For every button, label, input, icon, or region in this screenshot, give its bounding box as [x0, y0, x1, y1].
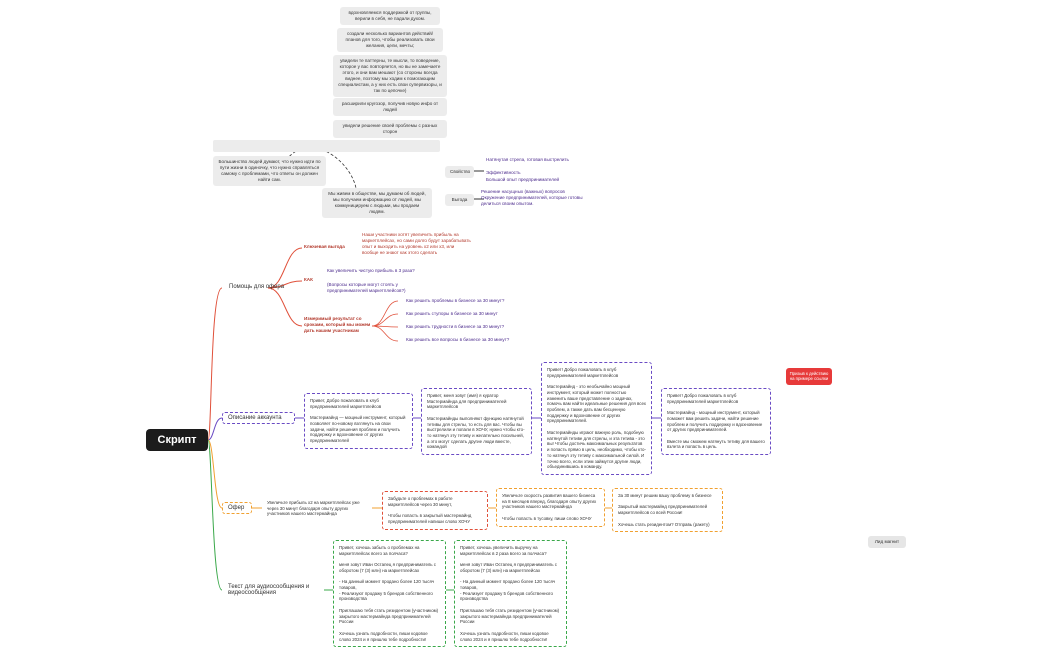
vygoda-text: Решение насущных (важных) вопросов Окруж…: [481, 189, 583, 206]
svoistvo-label: Свойство: [445, 166, 474, 178]
svoistvo-item-3: Большой опыт предпринимателей: [486, 177, 560, 182]
measurable-item-3: Как решить трудности в бизнесе за 30 мин…: [406, 324, 505, 329]
kak-question-2: (Вопросы которые могут стоять у предприн…: [327, 282, 406, 293]
measurable-item-4: Как решить все вопросы в бизнесе за 30 м…: [406, 337, 510, 342]
svoistvo-item-1: Натянутая стрела, готовая выстрелить: [486, 157, 569, 162]
key-benefit-label: Ключевая выгода: [304, 244, 345, 249]
offer-card-2: Забудьте о проблемах в работе маркетплей…: [382, 491, 488, 530]
audio-card-2: Привет, хочешь увеличить выручку на марк…: [454, 540, 567, 648]
offer-card-4: За 30 минут решим вашу проблему в бизнес…: [612, 488, 723, 533]
root-node[interactable]: Скрипт: [146, 429, 208, 451]
offer-topic[interactable]: Офер: [222, 502, 252, 514]
offer-card-1: Увеличьте прибыль х2 на маркетплейсах уж…: [267, 500, 360, 517]
top-note-5: увидели решение своей проблемы с разных …: [333, 120, 447, 138]
svoistvo-item-2: Эффективность: [486, 170, 521, 175]
majority-note: Большинство людей думают, что нужно идти…: [213, 156, 326, 186]
key-benefit-text: Наши участники хотят увеличить прибыль н…: [362, 232, 471, 255]
account-card-3: Привет! Добро пожаловать в клуб предприн…: [541, 362, 652, 475]
audio-card-1: Привет, хочешь забыть о проблемах на мар…: [333, 540, 446, 648]
account-topic[interactable]: Описание аккаунта: [222, 412, 295, 424]
top-note-3: увидели те паттерны, те мысли, то поведе…: [333, 55, 447, 97]
top-note-2: создали несколько вариантов действий/пла…: [337, 28, 443, 52]
society-note: Мы живем в обществе, мы думаем об людей,…: [322, 188, 432, 218]
audio-topic[interactable]: Текст для аудиосообщения и видеосообщени…: [228, 584, 310, 596]
account-card-4: Привет! Добро пожаловать в клуб предприн…: [661, 388, 771, 456]
vygoda-label: Выгода: [445, 194, 474, 206]
kak-label: КАК: [304, 277, 313, 282]
offer-card-3: Увеличьте скорость развития вашего бизне…: [496, 488, 605, 527]
kak-question-1: Как увеличить чистую прибыль в 3 раза?: [327, 268, 415, 273]
lead-magnet-node[interactable]: Лид магнит: [868, 536, 906, 548]
top-note-1: вдохновляемся поддержкой от группы, вери…: [340, 7, 440, 25]
account-card-2: Привет, меня зовут (имя) я куратор Масте…: [421, 388, 532, 456]
help-offer-topic[interactable]: Помощь для офера: [229, 284, 285, 290]
top-note-4: расширили кругозор, получив новую инфо о…: [333, 98, 447, 116]
account-card-1: Привет, Добро пожаловать в клуб предприн…: [304, 393, 413, 449]
measurable-item-1: Как решить проблемы в бизнесе за 30 мину…: [406, 298, 505, 303]
measurable-item-2: Как решить ступоры в бизнесе за 30 минут: [406, 311, 498, 316]
cta-tag: Призыв к действию на примере ссылки: [786, 368, 832, 385]
measurable-label: Измеримый результат со сроками, который …: [304, 316, 371, 333]
center-band: [213, 140, 440, 152]
